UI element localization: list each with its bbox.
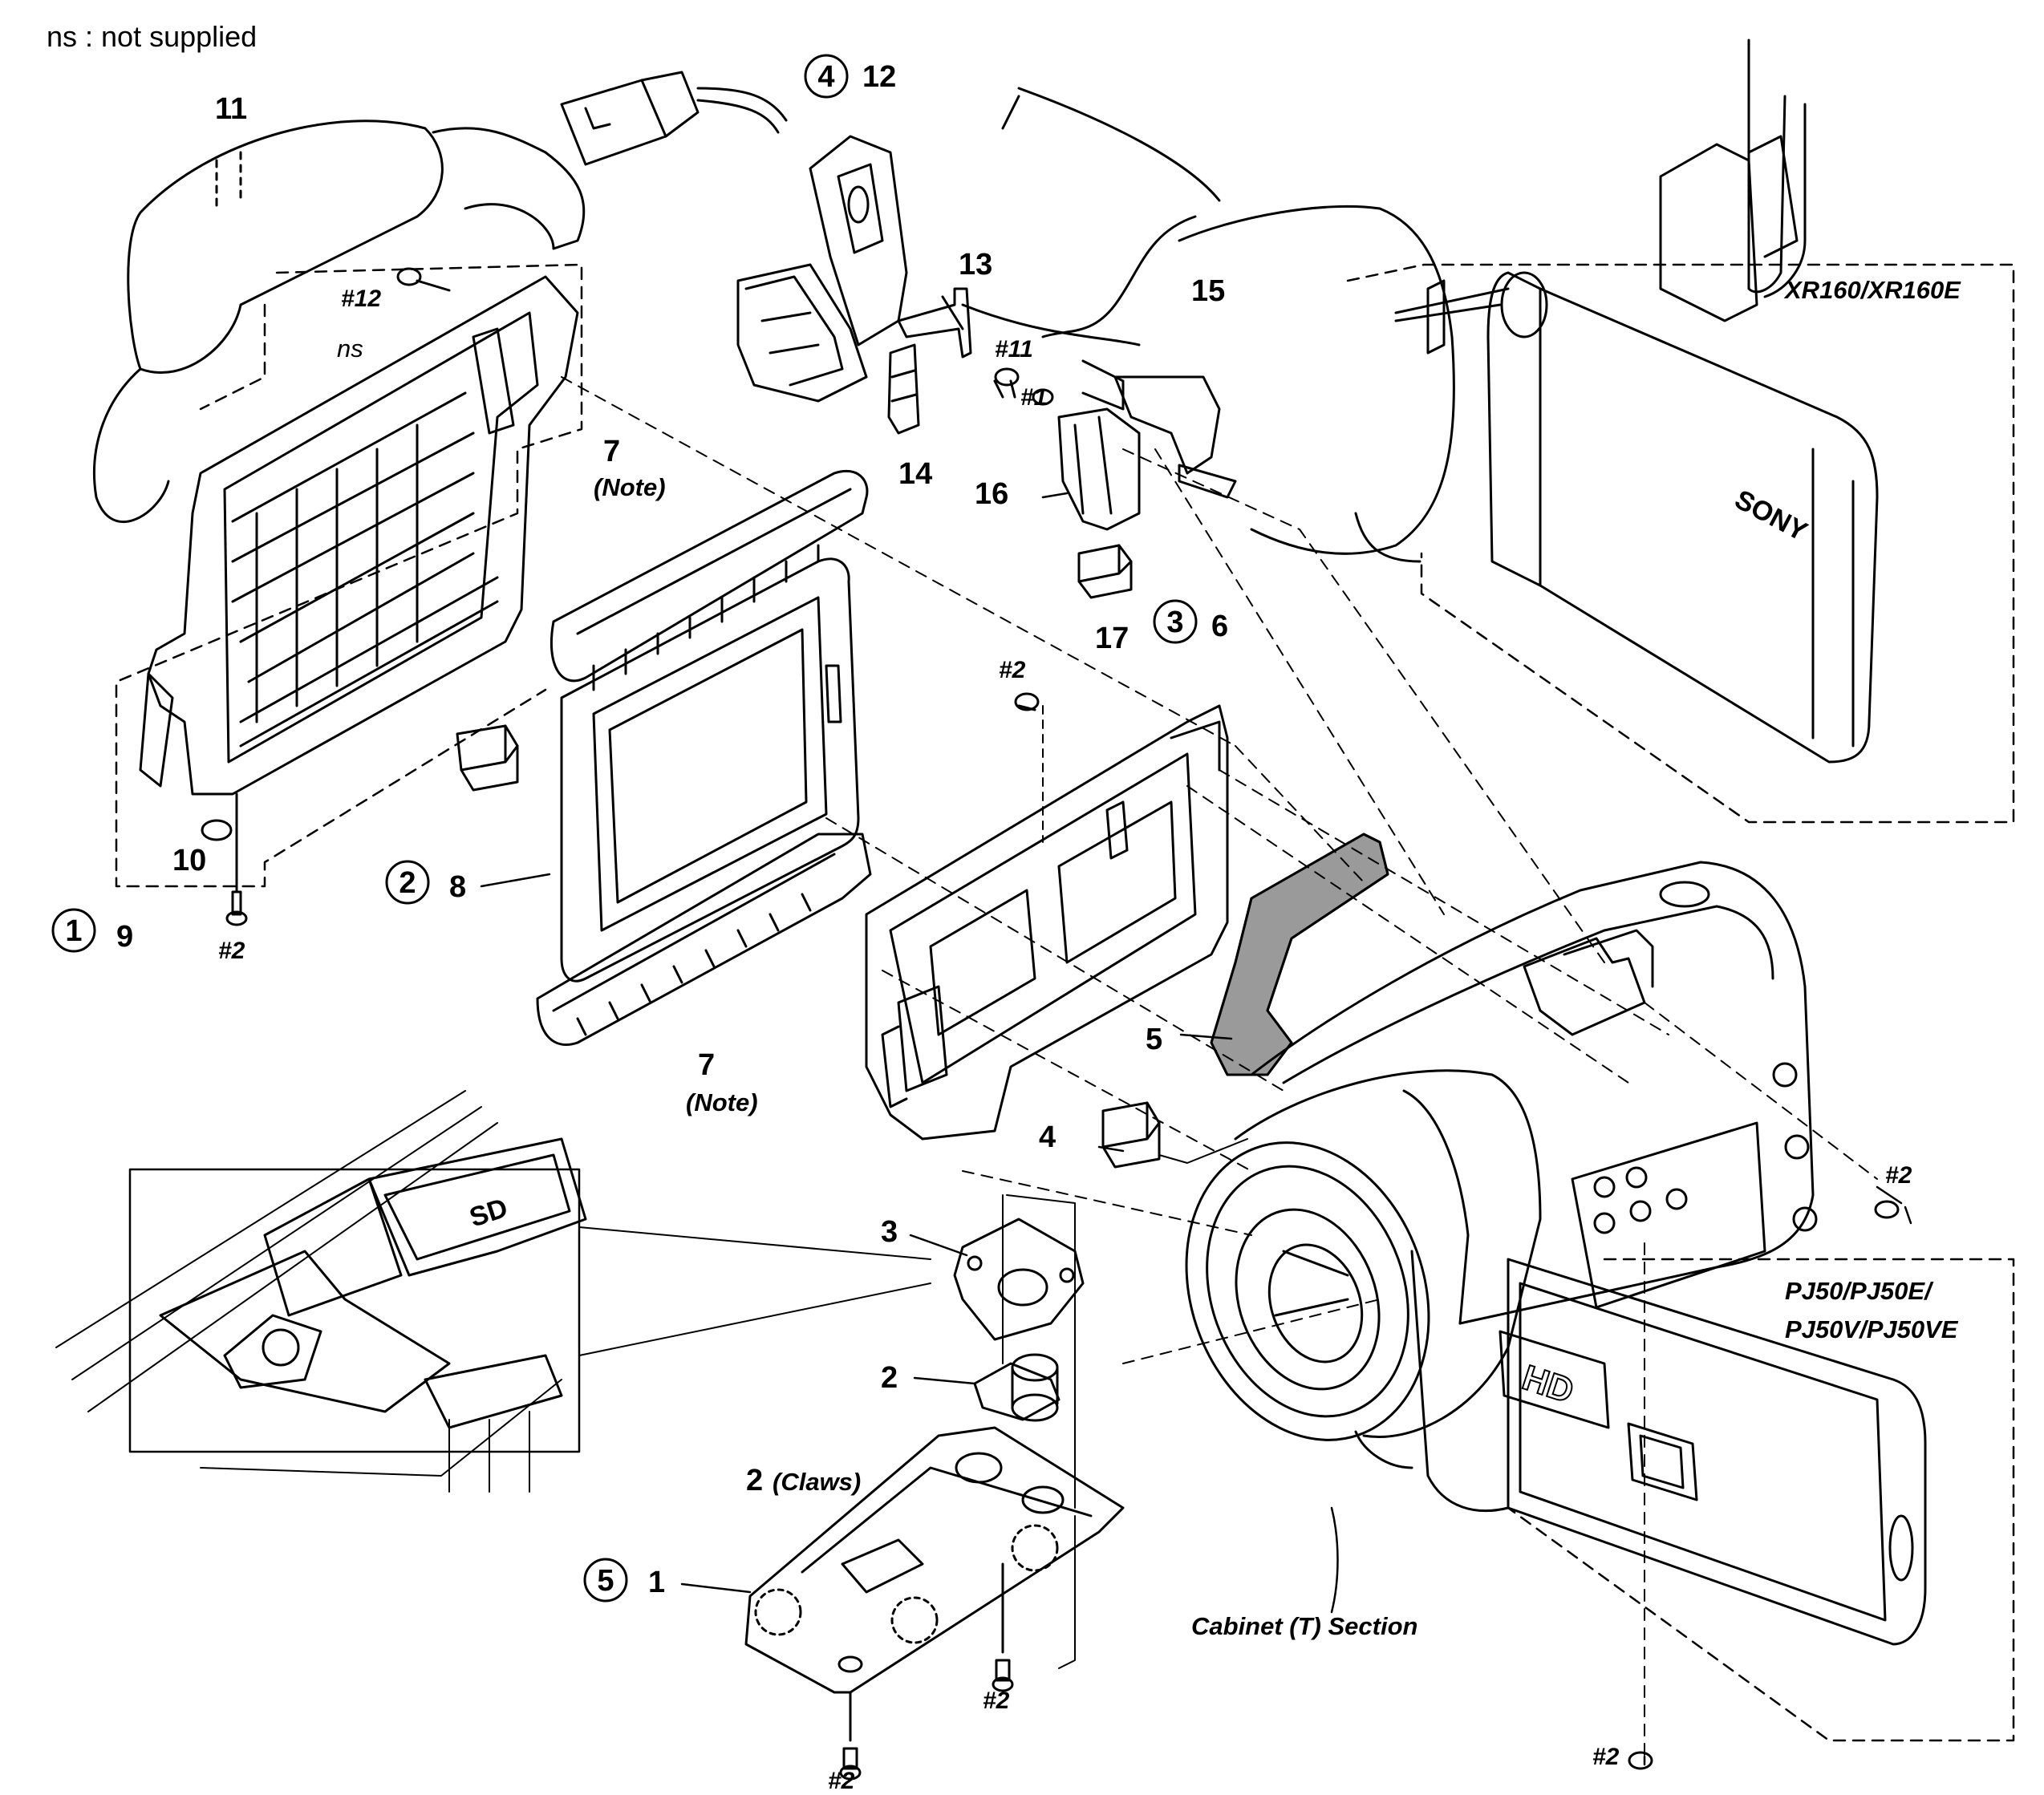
sony-logo: SONY [1730, 484, 1812, 548]
mount-part-2 [973, 1353, 1061, 1422]
dashed-assembly-lines [561, 376, 1878, 1757]
callout-leaders [480, 492, 1912, 1766]
callout-4: 4 [817, 60, 834, 94]
screw-2-left [225, 890, 248, 926]
part-17-label: 17 [1095, 622, 1129, 655]
callout-5: 5 [597, 1564, 614, 1598]
part-9-label: 9 [116, 920, 133, 954]
xr-model-label: XR160/XR160E [1783, 276, 1961, 304]
sd-logo: SD [466, 1193, 512, 1234]
screw-2-center [1014, 692, 1044, 843]
flex-cable-part-5 [1210, 833, 1389, 1076]
part-1-label: 1 [648, 1566, 665, 1599]
screw-2-right [1001, 95, 1900, 1770]
part-7-top-note: (Note) [594, 473, 666, 501]
pj-model-label-2: PJ50V/PJ50VE [1785, 1315, 1959, 1343]
trim-bar-part-7-top [550, 469, 869, 691]
part-5-label: 5 [1146, 1023, 1162, 1056]
part-7-top-label: 7 [603, 435, 620, 468]
cabinet-frame-part-6 [865, 704, 1229, 1141]
part-4-label: 4 [1039, 1120, 1056, 1154]
part-8-label: 8 [449, 870, 466, 904]
screw-2-base-label: #2 [828, 1768, 855, 1794]
pj-model-label-1: PJ50/PJ50E/ [1785, 1277, 1934, 1305]
part-2-label: 2 [881, 1361, 898, 1395]
callout-2: 2 [399, 866, 416, 900]
ns-marker: ns [337, 334, 363, 363]
xr-lcd-monitor [961, 38, 1879, 764]
claws-note: (Claws) [773, 1468, 861, 1496]
xr-model-box [1346, 263, 2015, 824]
part-14-label: 14 [898, 457, 932, 491]
cushion-block-grip [456, 724, 519, 792]
part-12-label: 12 [862, 60, 896, 94]
part-10-label: 10 [172, 844, 206, 877]
ring-part-10 [201, 792, 238, 892]
screw-2-bottom-right-label: #2 [1592, 1744, 1620, 1770]
part-16-label: 16 [975, 477, 1008, 511]
cabinet-section-label: Cabinet (T) Section [1191, 1612, 1417, 1640]
part-7-bottom-note: (Note) [686, 1088, 758, 1116]
screw-1-label: #1 [1020, 384, 1047, 411]
part-2-claws-label: 2 [746, 1464, 763, 1497]
part-7-bottom-label: 7 [698, 1048, 715, 1082]
screw-2-right-label: #2 [1885, 1162, 1912, 1189]
part-13-label: 13 [959, 248, 992, 282]
part-15-label: 15 [1191, 274, 1225, 308]
screw-2-center-label: #2 [999, 657, 1026, 683]
screw-12-label: #12 [341, 286, 381, 312]
pj-model-box [1507, 1258, 2015, 1742]
spring-part-14 [887, 343, 920, 435]
usb-cable [560, 71, 788, 166]
inset-leader-lines [578, 1226, 931, 1356]
screw-11 [993, 367, 1020, 399]
screw-11-label: #11 [995, 336, 1033, 363]
bracket-part-3 [953, 1194, 1085, 1364]
bracket-part-13 [897, 287, 972, 359]
callout-circles [51, 54, 1198, 1603]
screw-2-bottom-label: #2 [983, 1688, 1010, 1714]
part-6-label: 6 [1211, 610, 1228, 643]
part-11-label: 11 [215, 92, 247, 126]
jack-cover-part-12 [736, 135, 908, 403]
grip-frame-part-9 [115, 263, 583, 888]
base-plate-part-1 [744, 1426, 1125, 1694]
callout-3: 3 [1166, 606, 1183, 639]
part-3-label: 3 [881, 1215, 898, 1249]
sd-slot-inset [55, 1090, 587, 1493]
cushion-part-17 [1077, 544, 1133, 599]
screw-12 [396, 267, 451, 292]
screws-bottom [839, 1194, 1076, 1781]
trim-bar-part-7-bottom [536, 833, 872, 1047]
lcd-panel-part-8 [560, 557, 860, 983]
not-supplied-legend: ns : not supplied [47, 20, 257, 53]
grip-strap-part-11 [93, 120, 586, 524]
camcorder-body [1185, 861, 1927, 1646]
bracket-part-16 [1032, 388, 1141, 531]
screw-2-left-label: #2 [218, 938, 245, 964]
callout-1: 1 [65, 914, 82, 948]
connector-part-15 [1081, 359, 1237, 499]
